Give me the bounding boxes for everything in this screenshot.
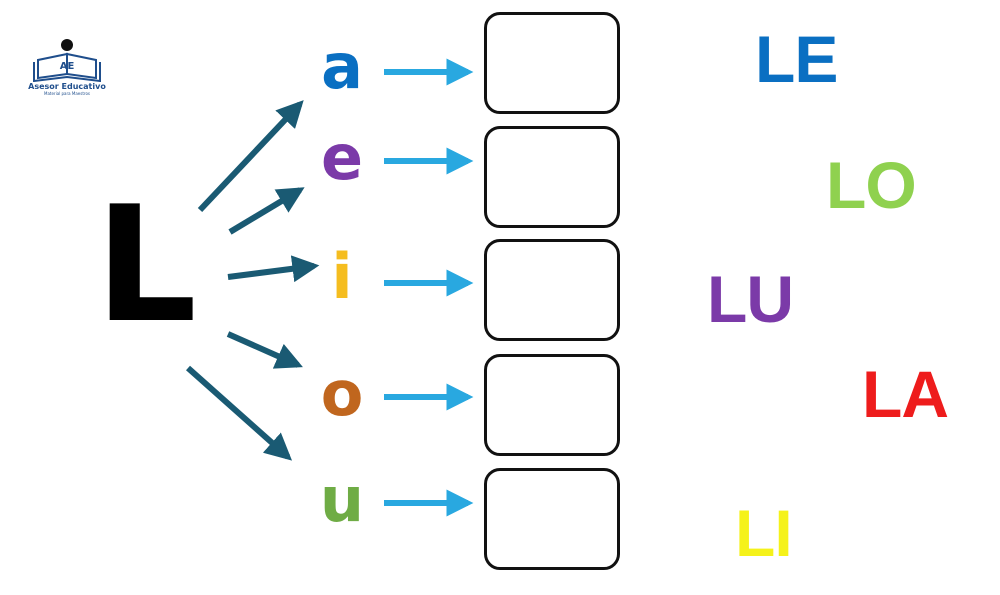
logo-tagline: Material para Maestros xyxy=(44,91,90,96)
fan-arrow-to-o xyxy=(226,331,303,369)
fan-arrow-to-a xyxy=(197,100,304,213)
vowel-u: u xyxy=(319,463,365,536)
fan-arrow-to-e xyxy=(228,187,305,235)
syllable-li[interactable]: LI xyxy=(735,496,793,570)
fan-arrow-to-u xyxy=(186,365,293,461)
syllable-la[interactable]: LA xyxy=(862,357,949,431)
fan-arrows xyxy=(186,100,320,461)
syllable-le[interactable]: LE xyxy=(755,22,838,96)
logo: AE Asesor Educativo Material para Maestr… xyxy=(24,36,110,98)
logo-name: Asesor Educativo xyxy=(28,82,106,91)
vowel-e: e xyxy=(320,121,364,194)
answer-box-e[interactable] xyxy=(484,126,620,228)
answer-box-i[interactable] xyxy=(484,239,620,341)
fan-arrow-to-i xyxy=(227,255,320,283)
syllable-lo[interactable]: LO xyxy=(826,148,917,222)
vowel-a: a xyxy=(321,30,363,103)
syllable-lu[interactable]: LU xyxy=(707,262,794,336)
vowel-arrows xyxy=(384,58,474,517)
logo-initials: AE xyxy=(60,61,75,72)
consonant-letter: L xyxy=(95,171,197,358)
vowel-i: i xyxy=(331,240,353,313)
answer-box-a[interactable] xyxy=(484,12,620,114)
vowel-o: o xyxy=(320,357,364,430)
answer-box-o[interactable] xyxy=(484,354,620,456)
answer-box-u[interactable] xyxy=(484,468,620,570)
logo-emblem: AE xyxy=(33,39,101,83)
